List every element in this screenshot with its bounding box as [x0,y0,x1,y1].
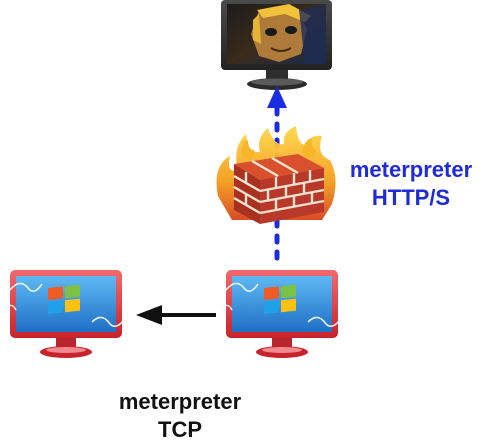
tcp-label: meterpreter TCP [100,388,260,444]
http-label-line1: meterpreter [349,157,473,182]
http-label: meterpreter HTTP/S [346,156,476,212]
target-windows-monitor-icon [6,270,125,358]
http-label-line2: HTTP/S [371,185,451,210]
tcp-connection-arrow [136,305,216,325]
tcp-label-line1: meterpreter [118,389,242,414]
firewall-icon [216,126,336,224]
pivot-windows-monitor-icon [222,270,341,358]
attacker-monitor-icon [221,0,332,90]
tcp-label-line2: TCP [158,417,202,442]
